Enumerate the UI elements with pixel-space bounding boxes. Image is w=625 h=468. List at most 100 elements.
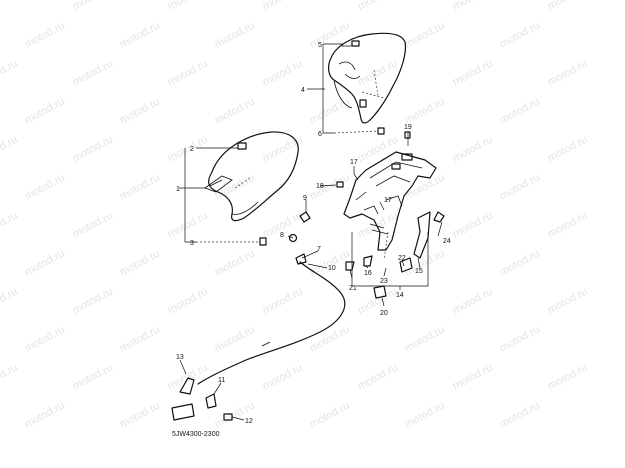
callout-15: 15: [415, 268, 423, 275]
watermark-text: motod.ru: [261, 58, 305, 89]
watermark-text: motod.ru: [356, 58, 400, 89]
callout-labels: 1 2 3 4 5 6 7 8 9 10 11 12 13 14 15 16 1…: [176, 42, 451, 425]
callout-16: 16: [364, 270, 372, 277]
watermark-text: motod.ru: [71, 58, 115, 89]
callout-2: 2: [190, 146, 194, 153]
hardware-parts: [171, 131, 413, 421]
watermark-text: motod.ru: [546, 58, 590, 89]
watermark-text: motod.ru: [261, 362, 305, 393]
callout-7: 7: [317, 246, 321, 253]
watermark-text: motod.ru: [0, 286, 20, 317]
watermark-text: motod.ru: [166, 0, 210, 13]
callout-23: 23: [380, 278, 388, 285]
watermark-text: motod.ru: [213, 248, 257, 279]
watermark-text: motod.ru: [23, 172, 67, 203]
callout-10: 10: [328, 265, 336, 272]
watermark-text: motod.ru: [308, 172, 352, 203]
callout-9: 9: [303, 195, 307, 202]
front-seat-drawing: [204, 131, 299, 246]
watermark-text: motod.ru: [356, 134, 400, 165]
watermark-text: motod.ru: [213, 400, 257, 431]
watermark-text: motod.ru: [546, 0, 590, 13]
watermark-text: motod.ru: [166, 210, 210, 241]
watermark-text: motod.ru: [498, 248, 542, 279]
watermark-text: motod.ru: [0, 362, 20, 393]
callout-11: 11: [218, 377, 225, 384]
watermark-text: motod.ru: [71, 0, 115, 13]
watermark-text: motod.ru: [261, 286, 305, 317]
callout-14: 14: [396, 292, 404, 299]
watermark-text: motod.ru: [213, 96, 257, 127]
watermark-text: motod.ru: [166, 58, 210, 89]
watermark-text: motod.ru: [0, 134, 20, 165]
watermark-text: motod.ru: [498, 324, 542, 355]
watermark-text: motod.ru: [546, 134, 590, 165]
watermark-text: motod.ru: [71, 286, 115, 317]
watermark-text: motod.ru: [23, 248, 67, 279]
callout-3: 3: [190, 240, 194, 247]
callout-4: 4: [301, 87, 305, 94]
carrier-frame-drawing: [343, 151, 445, 261]
watermark-text: motod.ru: [166, 134, 210, 165]
watermark-text: motod.ru: [451, 134, 495, 165]
watermark-text: motod.ru: [546, 210, 590, 241]
watermark-text: motod.ru: [118, 324, 162, 355]
watermark-text: motod.ru: [0, 0, 20, 13]
watermark-text: motod.ru: [498, 96, 542, 127]
watermark-text: motod.ru: [403, 324, 447, 355]
watermark-text: motod.ru: [166, 362, 210, 393]
leader-lines: [179, 43, 443, 421]
watermark-text: motod.ru: [403, 20, 447, 51]
watermark-text: motod.ru: [118, 96, 162, 127]
watermark-text: motod.ru: [0, 58, 20, 89]
watermark-text: motod.ru: [166, 286, 210, 317]
watermark-text: motod.ru: [451, 286, 495, 317]
watermark-text: motod.ru: [498, 172, 542, 203]
watermark-text: motod.ru: [498, 400, 542, 431]
watermark-text: motod.ru: [118, 400, 162, 431]
watermark-text: motod.ru: [308, 324, 352, 355]
seat-lock-cable: [197, 261, 346, 385]
watermark-text: motod.ru: [403, 400, 447, 431]
watermark-text: motod.ru: [23, 400, 67, 431]
watermark-text: motod.ru: [118, 20, 162, 51]
watermark-text: motod.ru: [403, 248, 447, 279]
watermark-text: motod.ru: [356, 362, 400, 393]
watermark-text: motod.ru: [451, 362, 495, 393]
watermark-text: motod.ru: [23, 324, 67, 355]
watermark-text: motod.ru: [71, 362, 115, 393]
callout-21: 21: [349, 285, 357, 292]
watermark-text: motod.ru: [451, 210, 495, 241]
watermark-text: motod.ru: [356, 286, 400, 317]
watermark-text: motod.ru: [451, 58, 495, 89]
watermark-text: motod.ru: [546, 286, 590, 317]
watermark-text: motod.ru: [118, 248, 162, 279]
callout-17-upper: 17: [350, 159, 358, 166]
watermark-text: motod.ru: [498, 20, 542, 51]
watermark-text: motod.ru: [213, 20, 257, 51]
callout-22: 22: [398, 255, 406, 262]
callout-13: 13: [176, 354, 184, 361]
watermark-text: motod.ru: [213, 324, 257, 355]
callout-24: 24: [443, 238, 451, 245]
watermark-text: motod.ru: [308, 400, 352, 431]
callout-1: 1: [176, 186, 180, 193]
watermark-text: motod.ru: [71, 134, 115, 165]
watermark-text: motod.ru: [71, 210, 115, 241]
callout-19: 19: [404, 124, 412, 131]
callout-17-lower: 17: [384, 197, 392, 204]
callout-18: 18: [316, 183, 324, 190]
watermark-text: motod.ru: [403, 96, 447, 127]
watermark-text: motod.ru: [451, 0, 495, 13]
watermark-text: motod.ru: [308, 96, 352, 127]
watermark-text: motod.ru: [0, 210, 20, 241]
callout-12: 12: [245, 418, 253, 425]
callout-8: 8: [280, 232, 284, 239]
watermark-text: motod.ru: [118, 172, 162, 203]
watermark-text: motod.ru: [23, 20, 67, 51]
watermark-text: motod.ru: [261, 0, 305, 13]
watermark-text: motod.ru: [403, 172, 447, 203]
